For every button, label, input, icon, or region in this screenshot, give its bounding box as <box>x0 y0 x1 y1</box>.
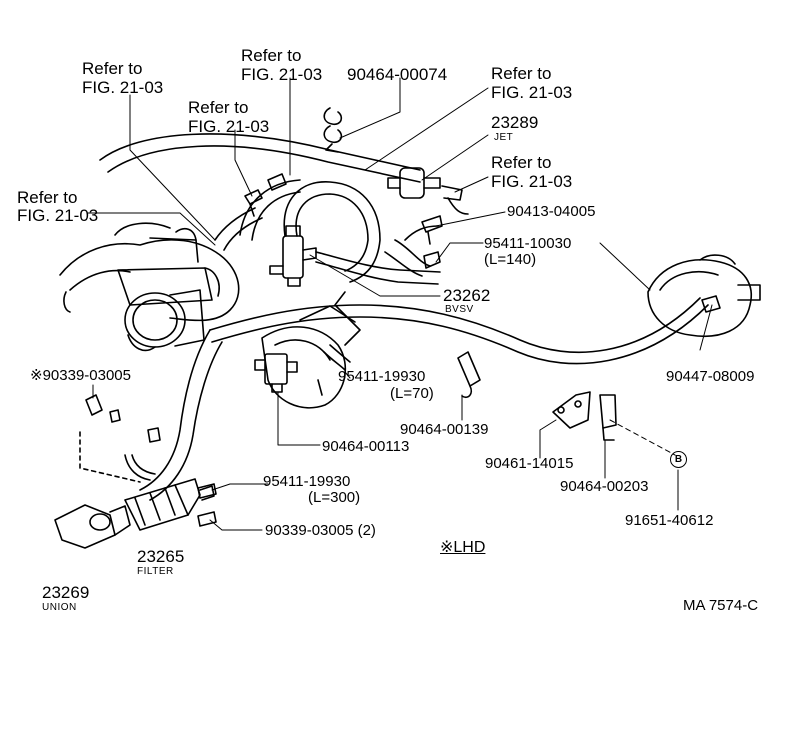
part-23265-name: FILTER <box>137 566 174 577</box>
vsv-solenoid-drawing <box>254 353 298 393</box>
refer-label-e-line2: FIG. 21-03 <box>491 172 573 191</box>
part-90464-00139-label: 90464-00139 <box>400 421 489 438</box>
part-90339-03005-lhd-label: ※90339-03005 <box>30 367 131 384</box>
refer-label-f-line1: Refer to <box>17 188 78 207</box>
part-23289-label: 23289 <box>491 113 539 132</box>
refer-label-f-line2: FIG. 21-03 <box>17 206 99 225</box>
part-91651-40612-label: 91651-40612 <box>625 512 714 529</box>
clamp-90464-00074-drawing <box>323 107 343 153</box>
reference-b-marker: B <box>670 451 687 468</box>
refer-label-b-line1: Refer to <box>241 46 302 65</box>
part-90464-00203-label: 90464-00203 <box>560 478 649 495</box>
part-23262-name: BVSV <box>445 304 474 315</box>
part-95411-19930-l300-length: (L=300) <box>308 489 361 506</box>
part-90447-08009-label: 90447-08009 <box>666 368 755 385</box>
part-95411-10030-length: (L=140) <box>484 251 537 268</box>
lhd-note: ※LHD <box>440 539 486 556</box>
bracket-90461-14015-drawing <box>552 391 617 441</box>
refer-label-c-line1: Refer to <box>491 64 552 83</box>
part-90339-03005-qty2-label: 90339-03005 (2) <box>265 522 376 539</box>
part-95411-10030-label: 95411-10030 <box>484 235 572 252</box>
part-90413-04005-label: 90413-04005 <box>507 203 596 220</box>
part-23262-label: 23262 <box>443 286 491 305</box>
upper-hose-routing <box>99 133 441 285</box>
hose-connectors-drawing <box>244 173 469 269</box>
refer-label-d-line1: Refer to <box>188 98 249 117</box>
throttle-body-drawing <box>261 291 361 409</box>
refer-label-e-line1: Refer to <box>491 153 552 172</box>
air-cleaner-outlet-drawing <box>124 289 205 352</box>
part-90464-00113-label: 90464-00113 <box>322 438 410 455</box>
part-23289-name: JET <box>494 132 514 143</box>
refer-label-a-line2: FIG. 21-03 <box>82 78 164 97</box>
charcoal-canister-drawing <box>647 254 761 337</box>
part-90461-14015-label: 90461-14015 <box>485 455 574 472</box>
union-23269-drawing <box>54 504 131 549</box>
part-95411-19930-l70-length: (L=70) <box>390 385 434 402</box>
jet-23289-drawing <box>387 167 441 199</box>
refer-label-b-line2: FIG. 21-03 <box>241 65 323 84</box>
part-95411-19930-l300-label: 95411-19930 <box>263 473 351 490</box>
lhd-small-hose-drawing <box>79 394 161 483</box>
part-90464-00074-label: 90464-00074 <box>347 65 448 84</box>
part-23269-name: UNION <box>42 602 77 613</box>
short-hose-90339-drawing <box>197 483 217 527</box>
part-23269-label: 23269 <box>42 583 90 602</box>
part-23265-label: 23265 <box>137 547 185 566</box>
filter-23265-drawing <box>124 478 215 531</box>
refer-label-a-line1: Refer to <box>82 59 143 78</box>
leader-lines <box>87 77 713 531</box>
intake-manifold-drawing <box>59 222 240 322</box>
clip-90464-00139-drawing <box>457 351 481 399</box>
part-95411-19930-l70-label: 95411-19930 <box>338 368 426 385</box>
bvsv-valve-drawing <box>269 225 317 287</box>
diagram-reference-code: MA 7574-C <box>683 597 759 614</box>
hose-95411-19930-l70-drawing <box>323 344 351 371</box>
long-hose-routing <box>139 297 709 501</box>
refer-label-c-line2: FIG. 21-03 <box>491 83 573 102</box>
refer-label-d-line2: FIG. 21-03 <box>188 117 270 136</box>
